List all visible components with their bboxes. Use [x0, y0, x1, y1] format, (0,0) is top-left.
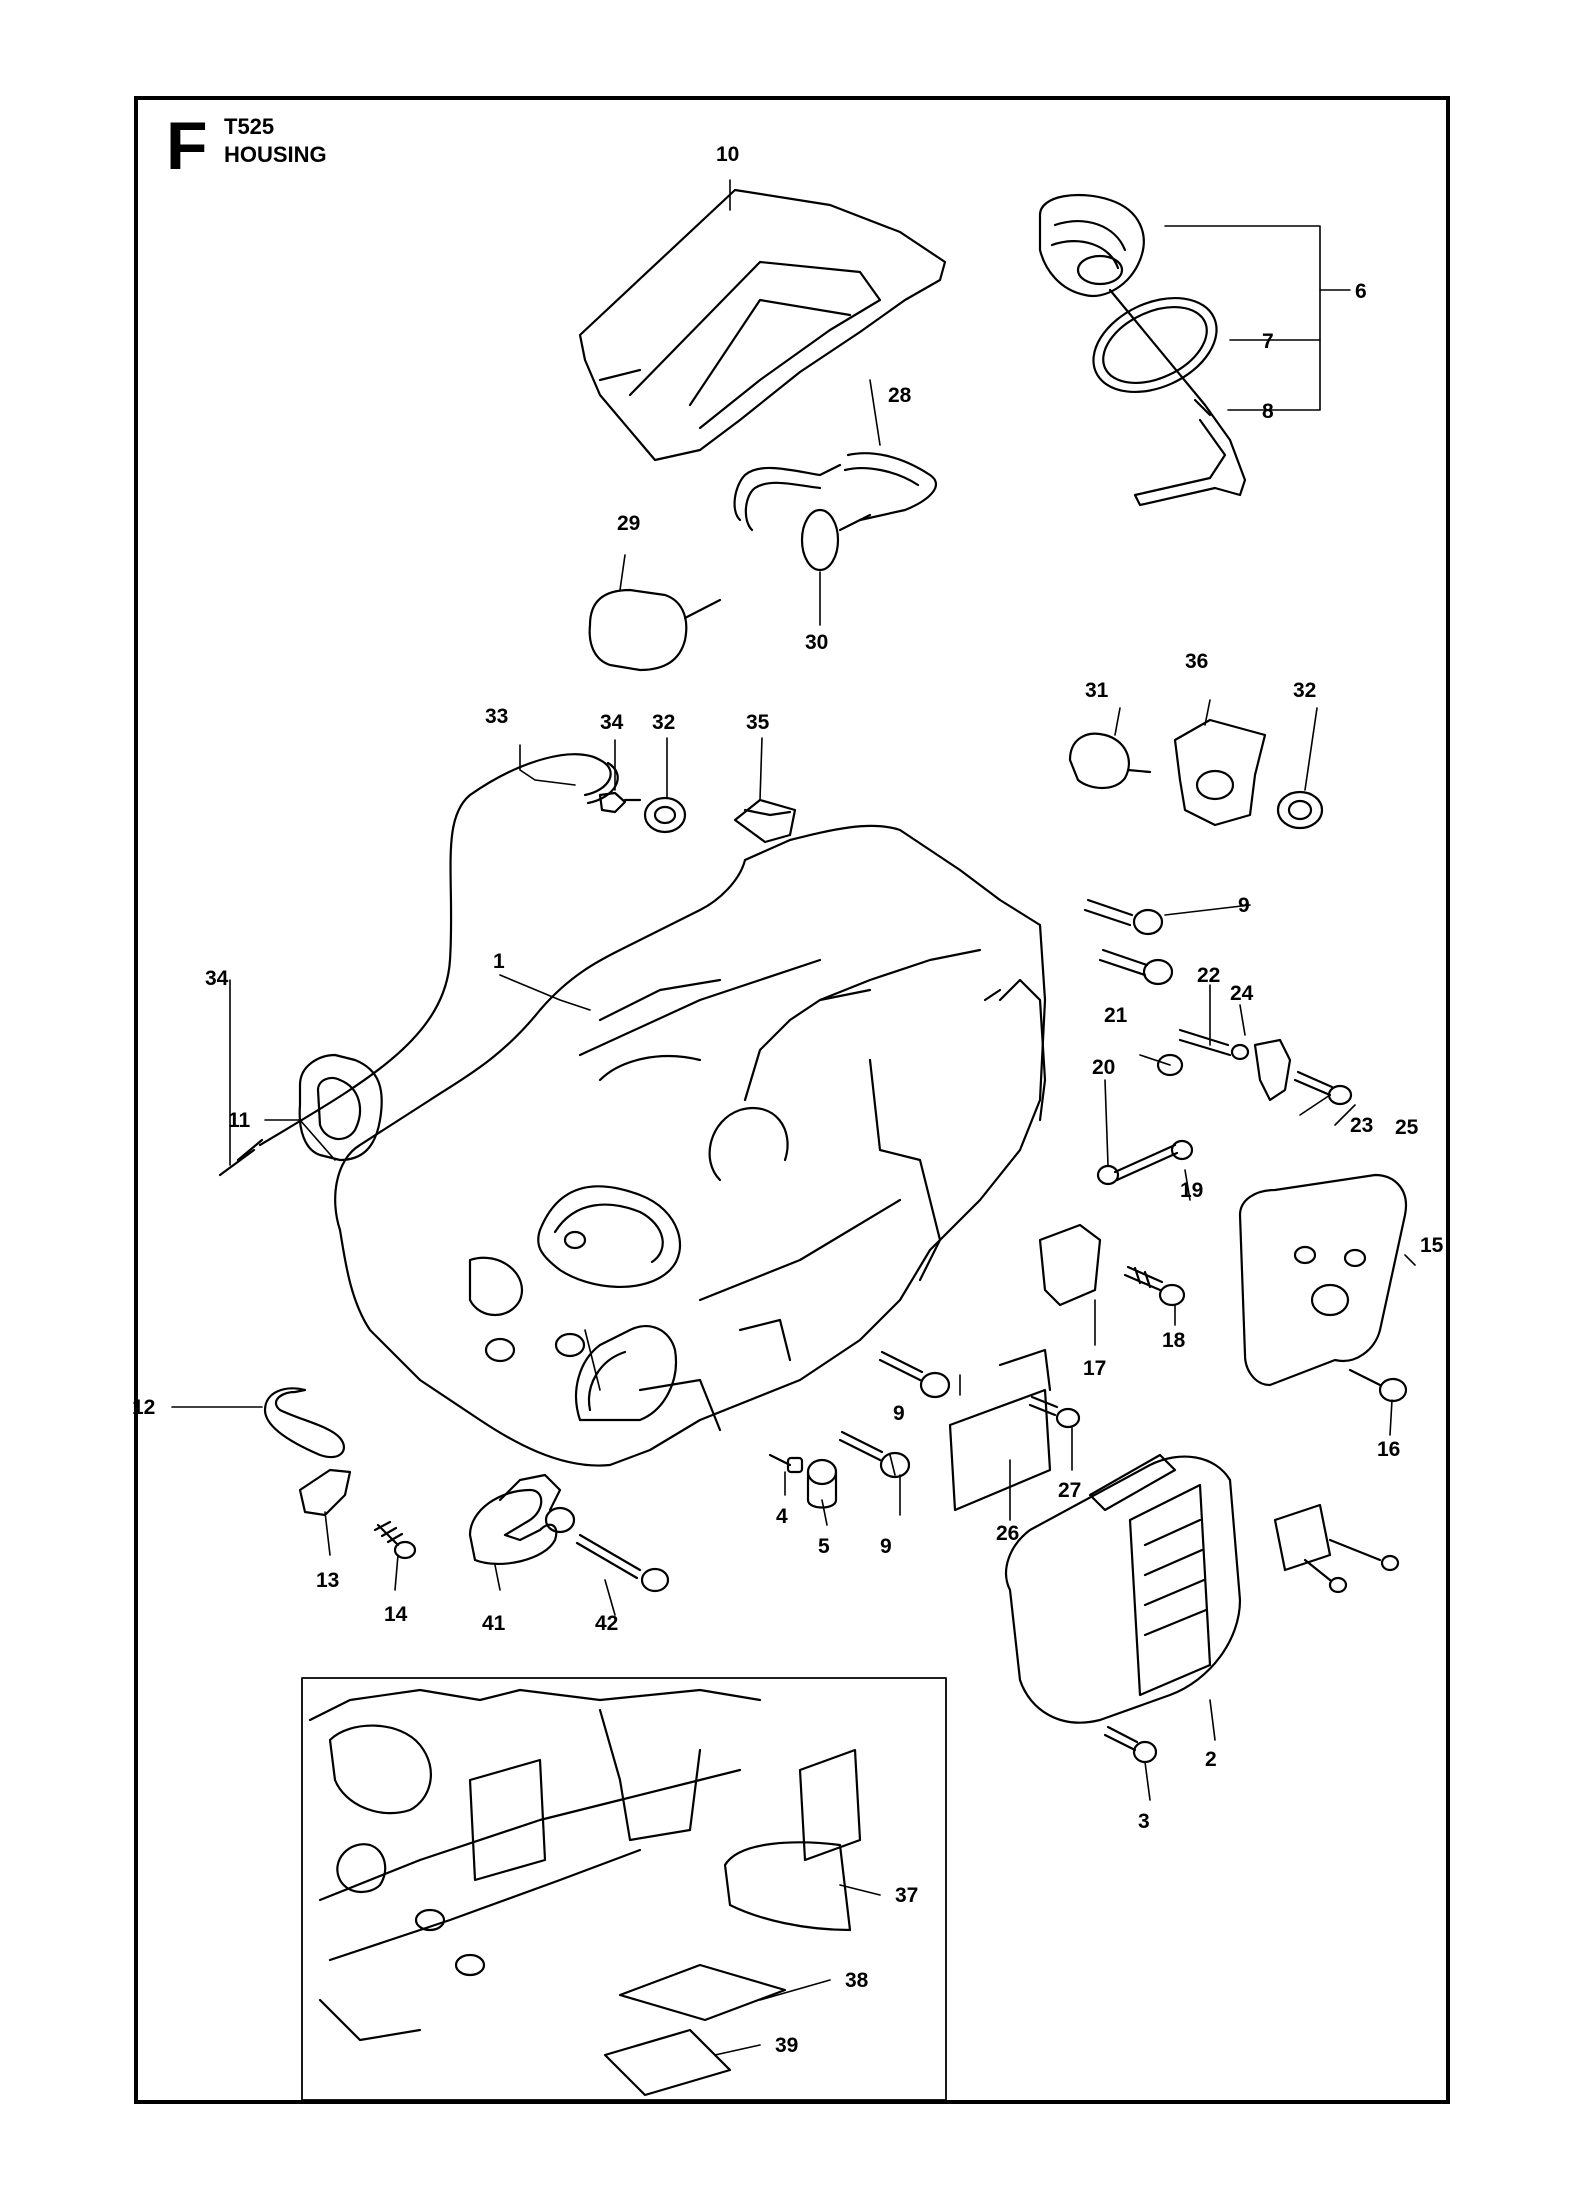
callout-42: 42 — [595, 1612, 618, 1635]
callout-21: 21 — [1104, 1004, 1128, 1027]
callout-32-a: 32 — [652, 711, 675, 734]
part-screw-3 — [1103, 1725, 1158, 1764]
part-screw — [373, 1520, 417, 1560]
diagram-frame — [134, 96, 1450, 2104]
part-oil-hose — [218, 753, 619, 1177]
part-pin — [768, 1453, 804, 1474]
detail-inset-frame — [301, 1677, 947, 2101]
part-spacer — [1038, 1223, 1102, 1307]
model-label: T525 — [224, 114, 275, 139]
part-top-cover — [578, 188, 947, 462]
part-cover-plate — [1173, 718, 1267, 827]
callout-6: 6 — [1355, 280, 1367, 303]
callout-30: 30 — [805, 631, 828, 654]
part-clip — [733, 798, 797, 844]
part-label-38 — [618, 1963, 787, 2022]
callout-34-a: 34 — [600, 711, 624, 734]
callout-20: 20 — [1092, 1056, 1115, 1079]
callout-15: 15 — [1420, 1234, 1444, 1257]
callout-38: 38 — [845, 1969, 869, 1992]
callout-17: 17 — [1083, 1357, 1106, 1380]
callout-5: 5 — [818, 1535, 830, 1558]
callout-27: 27 — [1058, 1479, 1081, 1502]
part-o-ring — [1092, 296, 1218, 394]
callout-16: 16 — [1377, 1438, 1400, 1461]
callout-35: 35 — [746, 711, 770, 734]
part-label-39 — [603, 2028, 732, 2097]
diagram-title: HOUSING — [224, 142, 327, 167]
part-fuel-filter — [588, 588, 722, 672]
part-knob — [1068, 732, 1152, 790]
part-side-plate — [1238, 1173, 1408, 1387]
part-screw-18 — [1123, 1265, 1186, 1307]
callout-13: 13 — [316, 1569, 339, 1592]
callout-24: 24 — [1230, 982, 1254, 1005]
callout-18: 18 — [1162, 1329, 1186, 1352]
part-oil-pickup — [1108, 288, 1247, 507]
part-fuel-hose — [733, 452, 937, 532]
callout-23: 23 — [1350, 1114, 1373, 1137]
callout-33: 33 — [485, 705, 508, 728]
callout-3: 3 — [1138, 1810, 1150, 1833]
callout-9-a: 9 — [1238, 894, 1250, 917]
callout-32-b: 32 — [1293, 679, 1316, 702]
callout-labels: 1 2 3 4 5 6 7 8 9 9 9 10 11 12 13 14 15 … — [132, 143, 1444, 2057]
callout-10: 10 — [716, 143, 739, 166]
callout-19: 19 — [1180, 1179, 1203, 1202]
callout-41: 41 — [482, 1612, 506, 1635]
part-bolt — [575, 1533, 670, 1593]
callout-31: 31 — [1085, 679, 1109, 702]
part-hose-sleeve — [800, 508, 872, 572]
callout-4: 4 — [776, 1505, 788, 1528]
callout-9-c: 9 — [880, 1535, 892, 1558]
callout-2: 2 — [1205, 1748, 1217, 1771]
part-screw-27 — [1028, 1395, 1081, 1429]
part-bushing — [806, 1458, 838, 1509]
callout-25: 25 — [1395, 1116, 1419, 1139]
callout-26: 26 — [996, 1522, 1019, 1545]
part-muffler-mount — [983, 978, 1047, 1122]
callout-37: 37 — [895, 1884, 918, 1907]
callout-22: 22 — [1197, 964, 1220, 987]
callout-14: 14 — [384, 1603, 408, 1626]
part-shield-37 — [723, 1748, 862, 1932]
part-chain-catcher — [468, 1473, 576, 1565]
callout-28: 28 — [888, 384, 912, 407]
callout-8: 8 — [1262, 400, 1274, 423]
part-bolt-16 — [1348, 1368, 1408, 1403]
section-letter: F — [166, 108, 208, 184]
callout-36: 36 — [1185, 650, 1208, 673]
part-bolt-9 — [838, 898, 1174, 1479]
part-spring — [263, 1387, 345, 1459]
part-grommet — [643, 790, 1324, 834]
part-crankcase — [334, 824, 1047, 1467]
callout-12: 12 — [132, 1396, 155, 1419]
part-bracket — [298, 1468, 352, 1517]
part-heat-shield — [948, 1348, 1052, 1512]
part-oil-fitting — [598, 791, 642, 814]
callout-34-b: 34 — [205, 967, 229, 990]
callout-1: 1 — [493, 950, 505, 973]
inset-housing-detail — [308, 1688, 762, 2042]
part-clutch-cover — [1005, 1453, 1242, 1724]
callout-7: 7 — [1262, 330, 1274, 353]
callout-39: 39 — [775, 2034, 798, 2057]
leader-lines — [171, 179, 1416, 2056]
callout-29: 29 — [617, 512, 640, 535]
part-oil-cap — [1038, 193, 1145, 298]
part-av-buffer — [298, 1053, 383, 1162]
callout-9-b: 9 — [893, 1402, 905, 1425]
callout-11: 11 — [228, 1109, 251, 1132]
part-plate — [1273, 1503, 1400, 1594]
